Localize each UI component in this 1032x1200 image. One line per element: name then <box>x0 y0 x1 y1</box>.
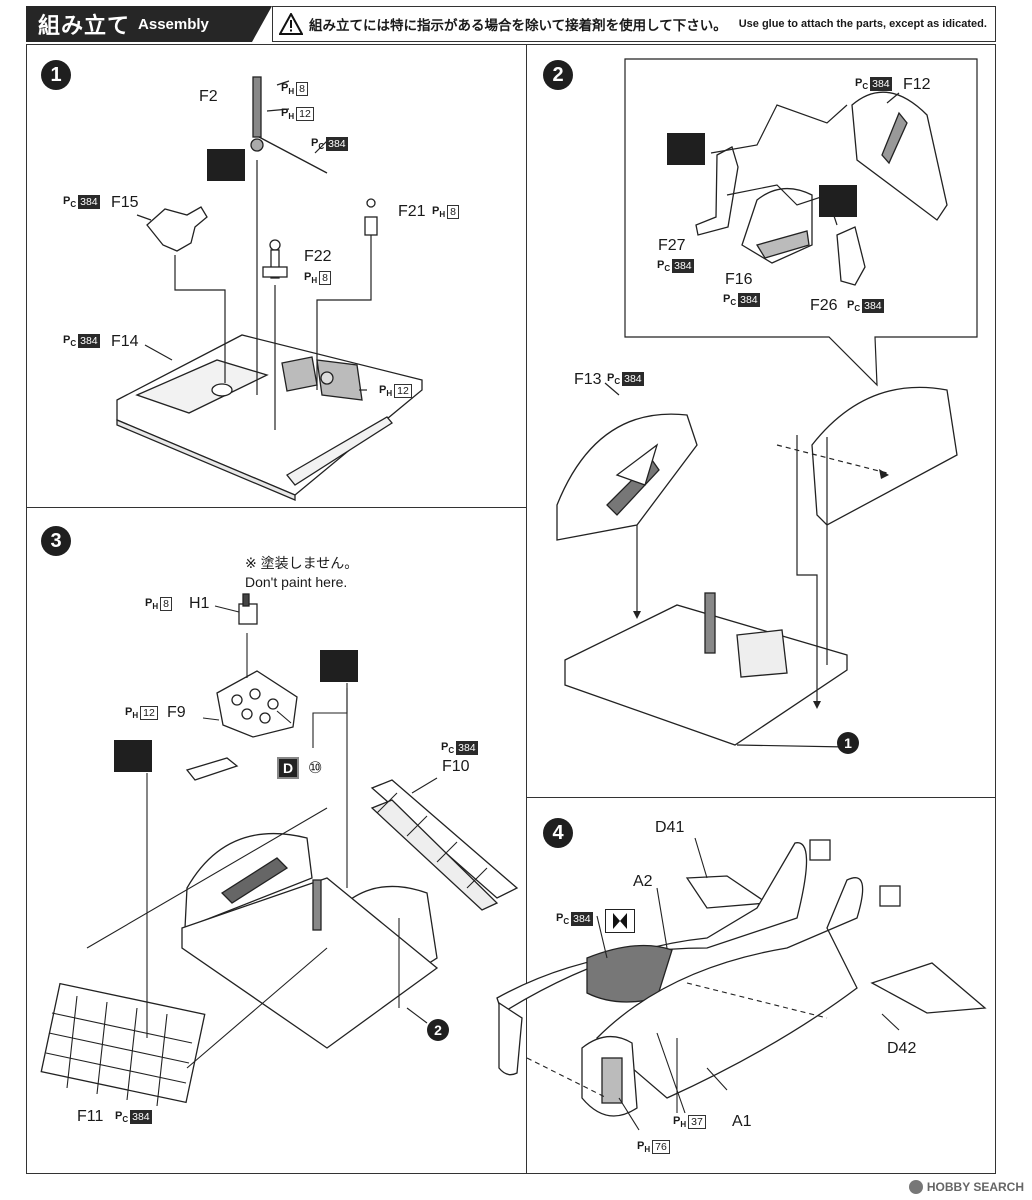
title-notch <box>252 6 272 42</box>
title-jp: 組み立て <box>38 13 131 38</box>
warning-text-jp: 組み立てには特に指示がある場合を除いて接着剤を使用して下さい。 <box>309 18 727 33</box>
part-label: F11 <box>77 1108 104 1125</box>
ref-step-2: 2 <box>427 1019 449 1041</box>
part-label: F13 <box>574 371 602 388</box>
cement-icon <box>114 740 152 772</box>
part-label: F21 <box>398 203 426 220</box>
step-3-drawing <box>40 593 519 1107</box>
decal-d-icon: D <box>277 757 299 779</box>
part-label: F9 <box>167 704 186 721</box>
part-label: A2 <box>633 873 653 890</box>
part-label: A1 <box>732 1113 752 1130</box>
cement-hourglass-icon <box>605 909 635 933</box>
step-2-panel: 2 <box>526 44 996 798</box>
step-4-panel: 4 <box>496 797 996 1174</box>
step-1-number: 1 <box>41 60 71 90</box>
cement-icon <box>320 650 358 682</box>
part-label: F12 <box>903 76 931 93</box>
step-2-number: 2 <box>543 60 573 90</box>
title-en: Assembly <box>138 15 209 33</box>
paint-note: ※ 塗装しません。 Don't paint here. <box>245 555 359 590</box>
part-label: F27 <box>658 237 686 254</box>
step-4-drawing <box>496 837 987 1131</box>
ref-step-1: 1 <box>837 732 859 754</box>
part-label: F16 <box>725 271 753 288</box>
hobby-search-icon <box>908 1180 923 1194</box>
cement-icon <box>207 149 245 181</box>
step-3-number: 3 <box>41 526 71 556</box>
watermark-logo: HOBBY SEARCH <box>908 1180 1024 1194</box>
cement-icon <box>667 133 705 165</box>
cement-icon <box>819 185 857 217</box>
warning-text-en: Use glue to attach the parts, except as … <box>738 18 987 30</box>
part-label: F10 <box>442 758 470 775</box>
part-label: F2 <box>199 88 218 105</box>
part-label: F15 <box>111 194 139 211</box>
part-label: F22 <box>304 248 332 265</box>
part-label: D42 <box>887 1040 917 1057</box>
step-1-panel: 1 <box>26 44 527 508</box>
step-4-number: 4 <box>543 818 573 848</box>
step-3-panel: 3 ※ 塗装しません。 Don't paint here. <box>26 507 527 1174</box>
part-label: H1 <box>189 595 210 612</box>
title-block: 組み立て Assembly <box>26 6 252 42</box>
warning-icon <box>279 13 303 35</box>
part-label: F14 <box>111 333 139 350</box>
step-1-drawing <box>116 76 423 501</box>
part-label: F26 <box>810 297 838 314</box>
step-2-drawing <box>556 58 978 748</box>
decal-number: ⑩ <box>308 760 323 777</box>
part-label: D41 <box>655 819 685 836</box>
warning-banner: 組み立てには特に指示がある場合を除いて接着剤を使用して下さい。 Use glue… <box>272 6 996 42</box>
assembly-header: 組み立て Assembly 組み立てには特に指示がある場合を除いて接着剤を使用し… <box>26 6 996 42</box>
